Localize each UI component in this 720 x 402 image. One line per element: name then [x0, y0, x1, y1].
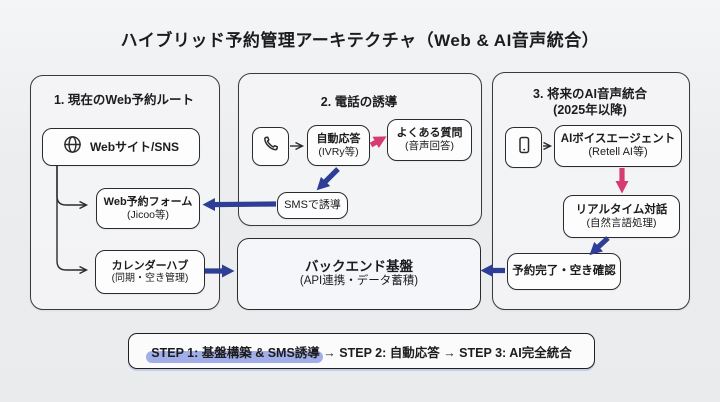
- node-booking-check: 予約完了・空き確認: [507, 253, 621, 290]
- node-smartphone: [505, 127, 542, 168]
- page-title: ハイブリッド予約管理アーキテクチャ（Web & AI音声統合）: [120, 31, 600, 50]
- node-faq-line1: よくある質問: [396, 127, 463, 140]
- node-realtime: リアルタイム対話 (自然言語処理): [563, 195, 680, 238]
- globe-icon: [63, 135, 82, 160]
- group-web-route-title: 1. 現在のWeb予約ルート: [53, 93, 195, 107]
- smartphone-icon: [515, 135, 533, 161]
- node-ivr-line1: 自動応答: [316, 132, 361, 145]
- node-backend-line2: (API連携・データ蓄積): [299, 275, 419, 288]
- group-ai-voice-title-line1: 3. 将来のAI音声統合: [533, 87, 647, 101]
- group-phone-guidance-title: 2. 電話の誘導: [320, 95, 398, 109]
- node-ai-agent: AIボイスエージェント (Retell AI等): [554, 125, 682, 167]
- step1-highlighted-text: STEP 1: 基盤構築 & SMS誘導: [146, 342, 323, 363]
- node-ai-agent-line2: (Retell AI等): [588, 146, 648, 159]
- node-backend-line1: バックエンド基盤: [305, 259, 413, 275]
- node-sms-label: SMSで誘導: [284, 199, 341, 212]
- step2-step3-text: → STEP 2: 自動応答 → STEP 3: AI完全統合: [319, 345, 572, 360]
- phone-icon: [262, 135, 280, 159]
- node-sms: SMSで誘導: [277, 192, 348, 219]
- node-calendar-hub: カレンダーハブ (同期・空き管理): [95, 250, 205, 294]
- node-website-sns-label: Webサイト/SNS: [89, 139, 180, 154]
- node-booking-check-label: 予約完了・空き確認: [512, 264, 616, 277]
- node-backend: バックエンド基盤 (API連携・データ蓄積): [237, 238, 481, 310]
- roadmap-step-bar: STEP 1: 基盤構築 & SMS誘導 → STEP 2: 自動応答 → ST…: [128, 333, 595, 369]
- node-website-sns: Webサイト/SNS: [42, 128, 200, 166]
- group-ai-voice-title-line2: (2025年以降): [553, 103, 627, 118]
- node-faq: よくある質問 (音声回答): [387, 119, 472, 161]
- node-ai-agent-line1: AIボイスエージェント: [560, 132, 676, 145]
- node-web-form-line2: (Jicoo等): [126, 208, 169, 221]
- node-ivr: 自動応答 (IVRy等): [307, 125, 370, 166]
- node-calendar-hub-line1: カレンダーハブ: [111, 259, 189, 272]
- node-web-form-line1: Web予約フォーム: [103, 195, 193, 208]
- node-realtime-line2: (自然言語処理): [586, 217, 657, 230]
- node-calendar-hub-line2: (同期・空き管理): [111, 272, 189, 284]
- node-ivr-line2: (IVRy等): [318, 145, 359, 158]
- group-ai-voice-title: 3. 将来のAI音声統合 (2025年以降): [492, 86, 688, 119]
- node-phone: [252, 127, 289, 166]
- node-web-form: Web予約フォーム (Jicoo等): [96, 188, 200, 229]
- node-realtime-line1: リアルタイム対話: [575, 203, 668, 216]
- node-faq-line2: (音声回答): [405, 140, 454, 153]
